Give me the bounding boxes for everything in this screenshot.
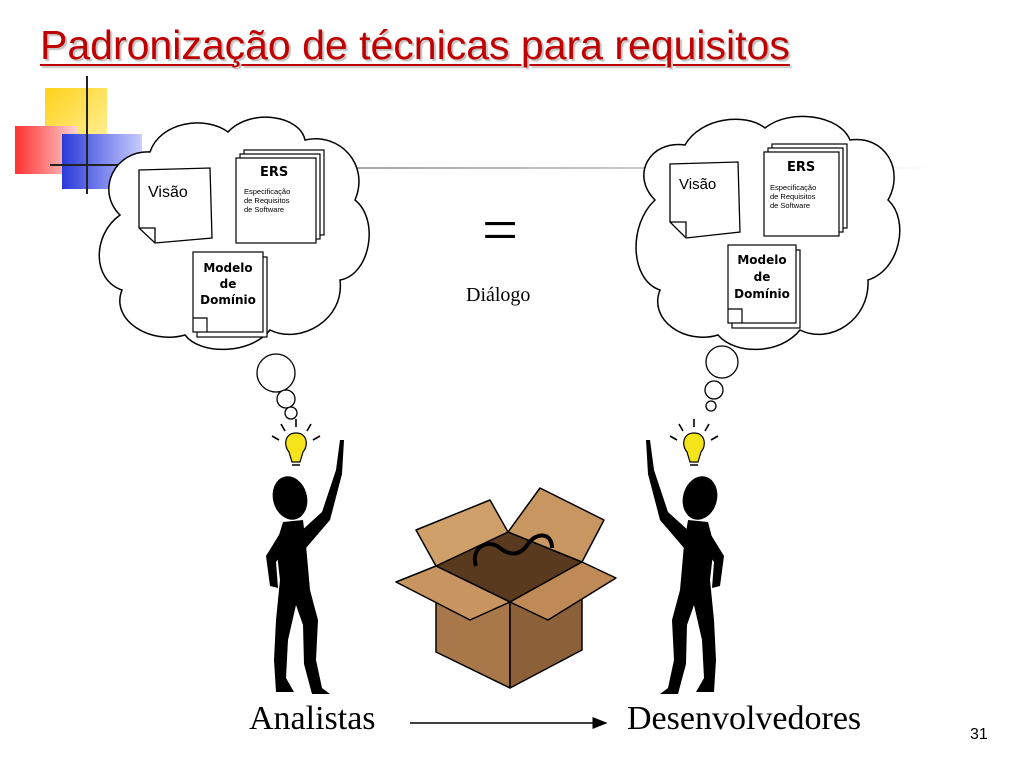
right-doc-domain-line2: de <box>754 270 771 284</box>
dialog-label: Diálogo <box>466 284 531 306</box>
title-rule <box>128 167 938 169</box>
left-doc-ers-line2: de Requisitos <box>244 196 290 205</box>
left-doc-ers: ERS Especificação de Requisitos de Softw… <box>235 149 325 244</box>
left-doc-ers-title: ERS <box>260 165 288 180</box>
right-doc-domain-line3: Domínio <box>734 287 790 301</box>
right-doc-ers-title: ERS <box>787 160 815 175</box>
right-doc-ers-line2: de Requisitos <box>770 192 816 201</box>
equals-sign: = <box>482 194 519 265</box>
right-lightbulb-icon <box>669 419 719 466</box>
right-doc-vision-label: Visão <box>679 176 716 193</box>
left-doc-domain-line3: Domínio <box>200 293 256 307</box>
right-doc-ers: ERS Especificação de Requisitos de Softw… <box>763 143 848 237</box>
left-doc-ers-line1: Especificação <box>244 187 290 196</box>
right-doc-ers-line1: Especificação <box>770 183 816 192</box>
left-doc-domain-line2: de <box>220 277 237 291</box>
left-doc-domain: Modelo de Domínio <box>192 251 268 338</box>
left-doc-domain-line1: Modelo <box>203 261 252 275</box>
left-doc-vision: Visão <box>138 167 213 244</box>
mystery-box-icon <box>395 487 617 689</box>
right-doc-domain-line1: Modelo <box>737 253 786 267</box>
right-doc-vision: Visão <box>669 161 741 239</box>
analysts-label: Analistas <box>249 700 376 737</box>
right-doc-domain: Modelo de Domínio <box>727 244 801 329</box>
left-doc-ers-line3: de Software <box>244 205 284 214</box>
left-stick-figure <box>266 440 344 694</box>
page-number: 31 <box>970 726 988 743</box>
left-doc-vision-label: Visão <box>148 184 188 201</box>
right-stick-figure <box>646 440 724 694</box>
left-lightbulb-icon <box>271 419 321 466</box>
slide-title: Padronização de técnicas para requisitos <box>40 22 790 68</box>
developers-label: Desenvolvedores <box>627 700 862 737</box>
right-doc-ers-line3: de Software <box>770 201 810 210</box>
